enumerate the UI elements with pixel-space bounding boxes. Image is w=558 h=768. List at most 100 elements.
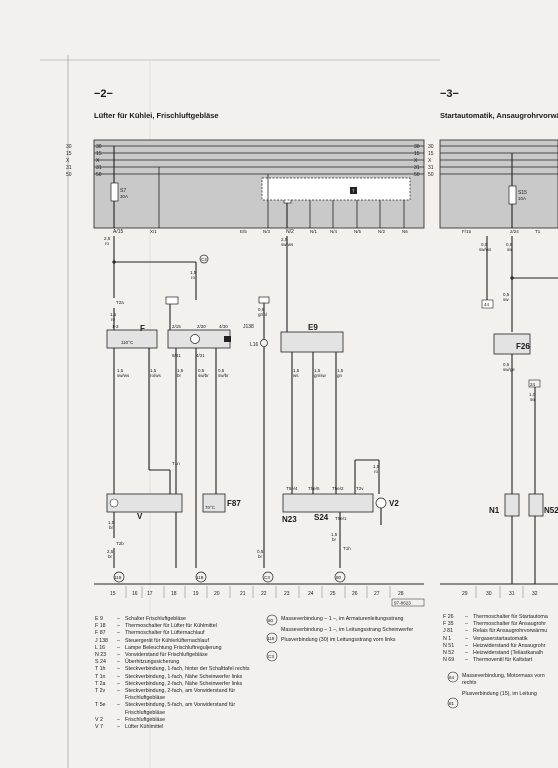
legend-ground: Masseverbindung – 1 –, im Armaturenleitu… [281,616,426,648]
legend-code: F 35 [443,621,454,628]
legend-code: N 51 [443,642,455,649]
legend-text: Frischluftgebläse [125,716,166,723]
wire-color-ro: ro [105,241,109,246]
legend-code: T 2a [95,680,106,687]
legend-code: J 138 [95,637,108,644]
legend-code: E 9 [95,616,103,622]
terminal-30-inner: 30 [96,144,102,150]
legend-dash: – [117,637,120,644]
component-f87-label: F87 [227,499,241,508]
wire-size-e3: 1,5 [337,368,344,373]
panel-label-x1: X/1 [150,229,157,234]
wire-color-e1: ws [293,373,299,378]
track-17: 17 [147,591,153,597]
legend-text: Lampe Beleuchtung Frischluftreguljerung [125,644,222,651]
panel-label-n5: N/5 [354,229,362,234]
legend-ground-80-id: 80 [268,618,274,623]
track-31: 31 [509,591,515,597]
terminal-31-left: 31 [66,165,72,171]
legend-ground-64-id: 64 [449,675,455,680]
legend-entry: Plusverbindung (15), im Leitung [462,691,558,698]
terminal-31-right: 31 [414,165,420,171]
legend-text: Masseverbindung – 1 –, im Leitungsstrang… [281,626,414,633]
legend-dash: – [117,652,120,659]
terminal-50-right: 50 [414,172,420,178]
legend-dash: – [117,716,120,723]
carb-starter-n1 [504,493,520,517]
legend-text: Plusverbindung (30) im Leitungsstrang vo… [281,637,396,644]
wire-size-s3a: 0,5 [481,242,488,247]
legend-code: N 1 [443,635,452,642]
wire-color-v2a: ro [374,469,378,474]
component-n23-label: N23 [282,515,297,524]
ground-point-c3-b [262,571,274,583]
legend-dash: – [117,644,120,651]
track-19: 19 [193,591,199,597]
legend-code: V 2 [95,716,103,723]
wire-color-s3a: sw/ws [479,247,492,252]
component-j138-label: J138 [243,324,254,330]
legend-entry: F 18–Thermoschalter für Lüfter für Kühlm… [95,623,255,630]
ground-point-c3 [199,254,209,264]
section-3-title: Startautomatik, Ansaugrohrvorwä [440,111,558,120]
terminal-30-left: 30 [66,144,72,150]
legend-code: T 2v [95,688,106,695]
legend-text: Lüfter Kühlmittel [125,724,164,731]
pin-4-31: 4/31 [196,353,205,358]
component-e9-label: E9 [308,323,318,332]
track-32: 32 [532,591,538,597]
legend-dash: – [117,702,120,709]
legend-text: Relais für Ansaugrohrvorwärmu [473,628,548,635]
track-28: 28 [398,591,404,597]
component-n52-label: N52 [544,506,558,515]
legend-entry: J 138–Steuergerät für Kühlerlüfternachla… [95,638,255,645]
terminal-x-right: X [414,158,418,164]
legend-entry: V 7–Lüfter Kühlmittel [95,724,255,731]
panel-label-f15: F/15 [462,229,472,234]
fuse-relay-panel-section-3 [439,139,558,229]
wire-color-s3b: sw [507,247,513,252]
track-25: 25 [330,591,336,597]
fuse-s15-id: S15 [518,190,527,196]
blower-motor-v2 [375,497,387,509]
legend-text: Steckverbindung, 2-fach, am Vorwiderstan… [125,688,236,702]
wire-size-f2: 1,5 [150,368,157,373]
wire-color-j1: br [177,373,182,378]
wire-size-v2: 2,5 [107,549,114,554]
track-30: 30 [486,591,492,597]
legend-ground-81-icon [447,697,459,709]
legend-text: Vergaserstartautomatik [473,635,528,642]
resistor-n23 [282,493,374,513]
track-18: 18 [171,591,177,597]
terminal-x-s3: X [428,158,432,164]
connector-t1h: T1h [343,546,351,551]
wire-color-s3e: sw [530,397,536,402]
legend-entry: T 2a–Steckverbindung, 2-fach, Nähe Schei… [95,681,255,688]
legend-entry: T 5e–Steckverbindung, 5-fach, am Vorwide… [95,702,255,716]
relay-tag: 7 [352,189,355,194]
thermoswitch-f [106,329,158,349]
track-15: 15 [110,591,116,597]
fuse-s15-rating: 10A [518,196,526,201]
terminal-50-left: 50 [66,172,72,178]
connector-t1n: T1n [172,461,180,466]
connector-t5e4: T5e/4 [286,486,298,491]
legend-text: Masseverbindung – 1 –, im Armaturenleitu… [281,616,404,622]
connector-t5e1: T5e/1 [335,516,347,521]
heater-resistor-n52 [528,493,544,517]
legend-text: Thermoschalter für Startautoma [473,614,548,620]
legend-entry: F 35–Thermoschalter für Ansaugrohr [443,621,558,628]
legend-dash: – [117,616,120,622]
wire-color-v2: br [108,554,113,559]
wire-size-s3b: 0,5 [506,242,513,247]
track-20: 20 [214,591,220,597]
wire-size-15-b: 1,5 [110,312,117,317]
legend-entry: N 51–Heizwiderstand für Ansaugrohr [443,643,558,650]
panel-label-n1: N/1 [310,229,318,234]
legend-entry: F 87–Thermoschalter für Lüfternachlauf [95,630,255,637]
wire-size-s3e: 1,0 [529,392,536,397]
legend-code: N 52 [443,650,455,657]
legend-ground-c3-id: C3 [268,654,274,659]
